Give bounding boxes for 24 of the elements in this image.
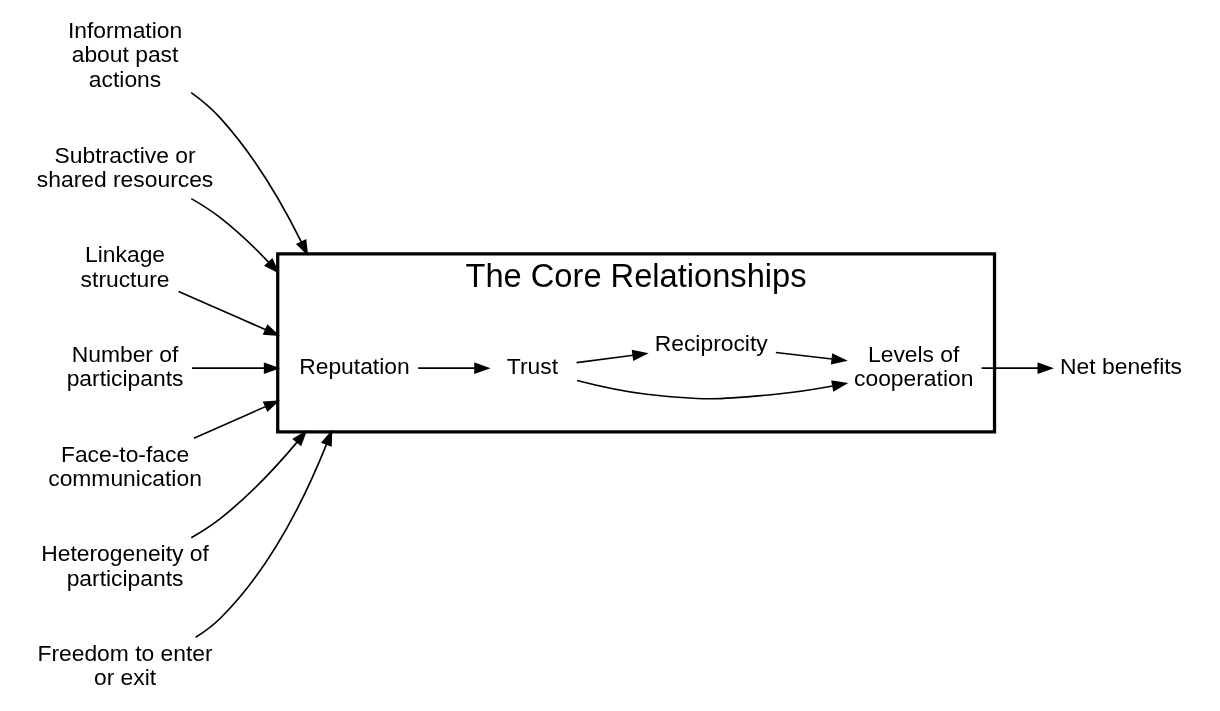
node-text: Information about past actions [67, 16, 183, 92]
arrow [575, 349, 649, 364]
node-text: Reciprocity [654, 330, 768, 357]
arrow [193, 400, 280, 439]
node-text: Heterogeneity of participants [41, 540, 209, 591]
arrow [417, 362, 491, 374]
node-text: Levels of cooperation [854, 340, 974, 392]
node-text: Trust [506, 353, 559, 380]
node-text: Face-to-face communication [48, 440, 202, 492]
node-text: Reputation [299, 353, 410, 380]
arrow [980, 362, 1054, 374]
arrow [190, 429, 308, 539]
node-text: Linkage structure [80, 241, 170, 292]
node-text: Freedom to enter or exit [37, 639, 213, 691]
arrow [190, 197, 280, 274]
node-text: Number of participants [66, 340, 184, 392]
node-text: Net benefits [1060, 353, 1183, 380]
node-text: Subtractive or shared resources [36, 141, 214, 193]
arrow [576, 379, 849, 400]
arrow [177, 290, 280, 337]
arrow [190, 91, 309, 257]
arrow [194, 429, 333, 639]
arrow [191, 362, 281, 374]
arrow [775, 351, 848, 365]
